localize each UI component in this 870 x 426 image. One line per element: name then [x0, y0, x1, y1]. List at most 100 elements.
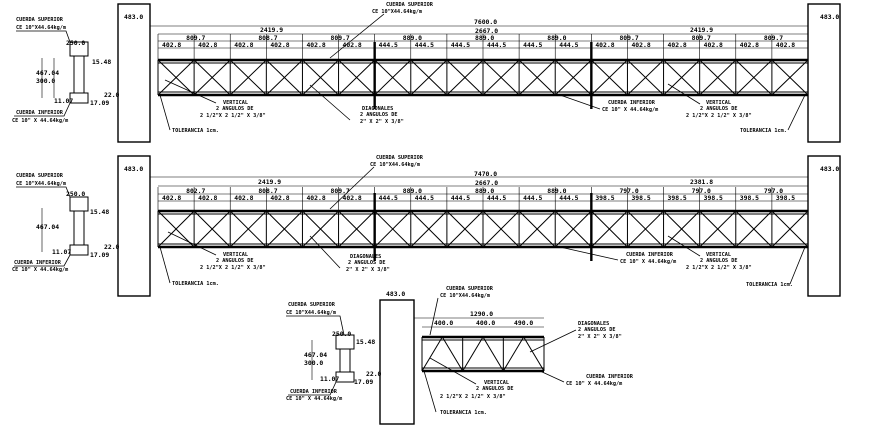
diagonal-member — [482, 336, 504, 372]
vertical-right-line2: 2 ANGULOS DE — [700, 106, 737, 112]
diagonal-member — [523, 336, 545, 372]
panel-dim: 400.0 — [476, 319, 495, 327]
dim-top: 250.0 — [66, 190, 85, 198]
panel-dim: 444.5 — [559, 194, 578, 202]
diagonal-member — [482, 59, 520, 96]
dim-right: 15.48 — [92, 58, 111, 66]
vertical-right-title: VERTICAL — [706, 100, 731, 106]
panel-dim: 400.0 — [434, 319, 453, 327]
dim-bottom-left: 11.07 — [52, 248, 71, 256]
panel-dim: 398.5 — [740, 194, 759, 202]
end-panel-right: 2381.8 — [690, 178, 713, 186]
dim-bottom-left: 11.07 — [320, 375, 339, 383]
top-chord-spec: CE 10"X44.64kg/m — [372, 9, 422, 15]
vertical-right-title: VERTICAL — [706, 252, 731, 258]
panel-dim: 402.8 — [306, 41, 325, 49]
diagonal-member — [446, 210, 484, 248]
panel-dim: 402.8 — [234, 41, 253, 49]
sub-dim: 809.7 — [764, 34, 783, 42]
total-span: 7600.0 — [474, 18, 497, 26]
panel-dim: 402.8 — [270, 194, 289, 202]
panel-dim: 444.5 — [379, 194, 398, 202]
sub-dim: 889.0 — [403, 34, 422, 42]
vertical-line3: 2 1/2"X 2 1/2" X 3/8" — [200, 265, 266, 271]
panel-dim: 490.0 — [514, 319, 533, 327]
top-chord-spec: CE 10"X44.64kg/m — [370, 162, 420, 168]
diagonal-member — [518, 59, 556, 96]
panel-dim: 444.5 — [523, 41, 542, 49]
top-chord-spec: CE 10"X44.64kg/m — [286, 310, 336, 316]
sub-dim: 889.0 — [475, 34, 494, 42]
panel-dim: 402.8 — [198, 41, 217, 49]
total-span: 7470.0 — [474, 170, 497, 178]
diagonal-member — [374, 210, 412, 248]
column-right-2 — [807, 155, 841, 297]
dim-bottom-right: 17.09 — [354, 378, 373, 386]
top-chord-title: CUERDA SUPERIOR — [16, 173, 64, 179]
diagonal-member — [446, 59, 484, 96]
panel-dim: 402.8 — [306, 194, 325, 202]
dim-right: 15.48 — [90, 208, 109, 216]
panel-dim: 444.5 — [523, 194, 542, 202]
chord-section-detail-3: CUERDA SUPERIOR CE 10"X44.64kg/m 250.0 1… — [286, 302, 382, 402]
dim-side: 22.0 — [366, 370, 382, 378]
column-right-1 — [807, 3, 841, 143]
vertical-title: VERTICAL — [223, 252, 248, 258]
dim-bottom-left: 11.07 — [54, 97, 73, 105]
sub-dim: 889.0 — [547, 34, 566, 42]
bottom-chord-spec: CE 10" X 44.64kg/m — [12, 267, 68, 273]
panel-dim: 398.5 — [595, 194, 614, 202]
diagonal-line3: 2" X 2" X 3/8" — [360, 119, 404, 125]
tolerance-right: TOLERANCIA 1cm. — [746, 282, 793, 288]
bottom-chord-title: CUERDA INFERIOR — [586, 374, 634, 380]
bottom-chord-spec: CE 10" X 44.64kg/m — [602, 107, 658, 113]
diagonal-member — [338, 210, 376, 248]
diagonal-member — [735, 210, 773, 248]
diagonal-member — [193, 210, 231, 248]
top-chord-title: CUERDA SUPERIOR — [16, 17, 64, 23]
top-chord-title: CUERDA SUPERIOR — [288, 302, 336, 308]
diagonal-member — [590, 59, 628, 96]
sub-dim: 802.7 — [186, 187, 205, 195]
panel-dim: 444.5 — [415, 41, 434, 49]
diagonal-member — [554, 59, 592, 96]
truss-elevation-1: 483.0 483.0 7600.0 2419.9 2667.0 2419.9 … — [117, 2, 841, 143]
diagonal-member — [374, 59, 412, 96]
total-span: 1290.0 — [470, 310, 493, 318]
sub-dim: 797.0 — [764, 187, 783, 195]
panel-dim: 444.5 — [487, 41, 506, 49]
panel-dim: 398.5 — [631, 194, 650, 202]
diagonal-member — [338, 59, 376, 96]
panel-dim: 444.5 — [451, 41, 470, 49]
diagonal-member — [771, 59, 809, 96]
panel-dim: 402.8 — [343, 194, 362, 202]
diagonal-member — [410, 210, 448, 248]
dim-height-outer: 467.04 — [304, 351, 327, 359]
sub-dim: 809.7 — [692, 34, 711, 42]
vertical-title: VERTICAL — [223, 100, 248, 106]
sub-dim: 808.7 — [258, 187, 277, 195]
diagonal-line3: 2" X 2" X 3/8" — [346, 267, 390, 273]
panel-dim: 444.5 — [451, 194, 470, 202]
panel-dim: 402.8 — [234, 194, 253, 202]
bottom-chord-title: CUERDA INFERIOR — [626, 252, 674, 258]
bottom-chord-spec: CE 10" X 44.64kg/m — [286, 396, 342, 402]
diagonal-member — [302, 59, 339, 96]
diagonal-member — [157, 210, 195, 248]
vertical-line2: 2 ANGULOS DE — [216, 106, 253, 112]
center-dimension: 2667.0 — [475, 27, 498, 35]
panel-dim: 402.8 — [631, 41, 650, 49]
panel-dim: 402.8 — [270, 41, 289, 49]
top-chord-spec: CE 10"X44.64kg/m — [16, 25, 66, 31]
panel-dim: 402.8 — [776, 41, 795, 49]
bottom-chord-spec: CE 10" X 44.64kg/m — [12, 118, 68, 124]
diagonal-member — [699, 210, 737, 248]
diagonal-member — [482, 210, 520, 248]
panel-dim: 398.5 — [776, 194, 795, 202]
tolerance: TOLERANCIA 1cm. — [440, 410, 487, 416]
sub-dim: 797.0 — [619, 187, 638, 195]
panel-dim: 402.8 — [198, 194, 217, 202]
